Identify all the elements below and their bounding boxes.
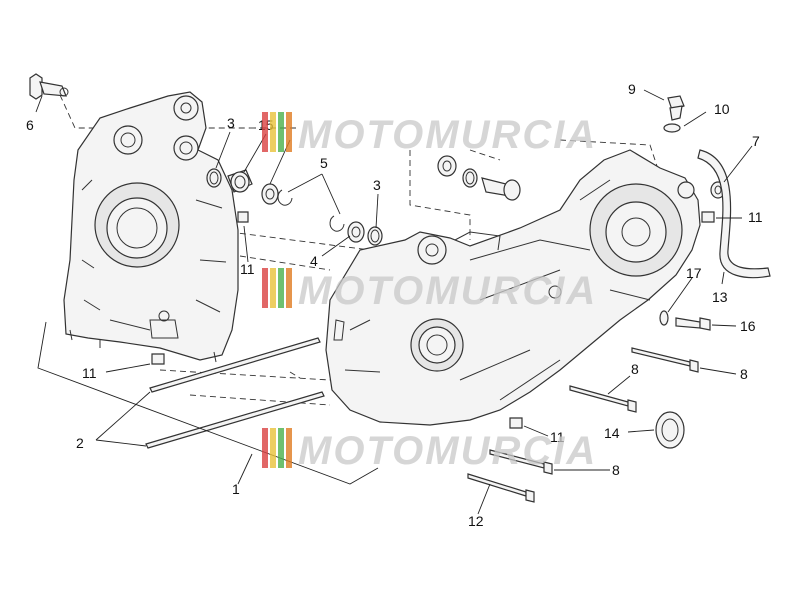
watermark-stripe — [262, 428, 268, 468]
part-centre-pin — [481, 177, 521, 201]
part-3-oring-left — [206, 168, 222, 188]
part-11-dowel-right-upper — [701, 211, 715, 223]
part-washer-centre — [437, 155, 457, 177]
callout-14: 14 — [604, 425, 620, 441]
callout-8-lower: 8 — [612, 462, 620, 478]
callout-4: 4 — [310, 253, 318, 269]
callout-3-upper: 3 — [227, 115, 235, 131]
part-9-plug — [667, 95, 685, 121]
watermark-stripe — [278, 112, 284, 152]
part-11-dowel-right-lower — [509, 417, 523, 429]
watermark-text-middle: MOTOMURCIA — [298, 269, 597, 313]
callout-11-left-lower: 11 — [82, 365, 97, 381]
left-crankcase-half — [63, 91, 239, 363]
callout-16: 16 — [740, 318, 756, 334]
callout-8-right: 8 — [740, 366, 748, 382]
part-8-screw-middle — [569, 385, 637, 413]
watermark-stripe — [270, 112, 276, 152]
part-11-dowel-left-lower — [151, 353, 165, 365]
watermark-stripe — [286, 112, 292, 152]
part-oring-centre — [462, 168, 478, 188]
callout-11-left-upper: 11 — [240, 261, 255, 277]
part-12-screw — [467, 473, 535, 503]
callout-labels: 6 3 15 5 3 4 11 11 2 1 9 10 7 11 17 13 1… — [26, 81, 763, 529]
callout-11-right-upper: 11 — [748, 209, 763, 225]
part-washer-left — [261, 183, 279, 205]
part-13-hose — [697, 149, 771, 279]
part-3-oring-mid — [367, 226, 383, 246]
watermark-stripe — [270, 268, 276, 308]
callout-10: 10 — [714, 101, 730, 117]
watermark-stripe — [286, 268, 292, 308]
callout-12: 12 — [468, 513, 484, 529]
watermark-stripe — [286, 428, 292, 468]
part-circlip-mid — [329, 215, 345, 232]
watermark-text-bottom: MOTOMURCIA — [298, 429, 597, 473]
callout-8-upper: 8 — [631, 361, 639, 377]
part-17-oring — [659, 310, 669, 326]
part-11-dowel-left-upper — [237, 211, 249, 223]
watermark-top: MOTOMURCIA — [262, 112, 597, 157]
watermark-stripe — [270, 428, 276, 468]
callout-17: 17 — [686, 265, 702, 281]
callout-2: 2 — [76, 435, 84, 451]
watermark-text-top: MOTOMURCIA — [298, 113, 597, 157]
part-8-screw-lower — [489, 449, 553, 475]
watermark-middle: MOTOMURCIA — [262, 268, 597, 313]
callout-5: 5 — [320, 155, 328, 171]
watermark-stripe — [278, 268, 284, 308]
part-15-bushing — [227, 169, 253, 193]
callout-6: 6 — [26, 117, 34, 133]
callout-13: 13 — [712, 289, 728, 305]
part-10-oring — [663, 123, 681, 133]
part-circlip-left — [277, 189, 293, 206]
watermark-bottom: MOTOMURCIA — [262, 428, 597, 473]
callout-7: 7 — [752, 133, 760, 149]
callout-3-mid: 3 — [373, 177, 381, 193]
watermark-stripe — [262, 268, 268, 308]
right-crankcase-half — [325, 149, 701, 426]
part-14-seal — [655, 411, 685, 449]
watermark-stripe — [262, 112, 268, 152]
callout-11-right-lower: 11 — [550, 429, 565, 445]
part-16-screw — [675, 317, 711, 331]
leader-lines — [35, 89, 753, 515]
callout-1: 1 — [232, 481, 240, 497]
part-6-dowel-pin — [29, 73, 69, 100]
callout-9: 9 — [628, 81, 636, 97]
part-8-screw-upper — [631, 347, 699, 373]
watermark-stripe — [278, 428, 284, 468]
part-2-studs — [145, 337, 325, 449]
part-4-washer — [347, 221, 365, 243]
group-bracket-1 — [37, 321, 379, 485]
